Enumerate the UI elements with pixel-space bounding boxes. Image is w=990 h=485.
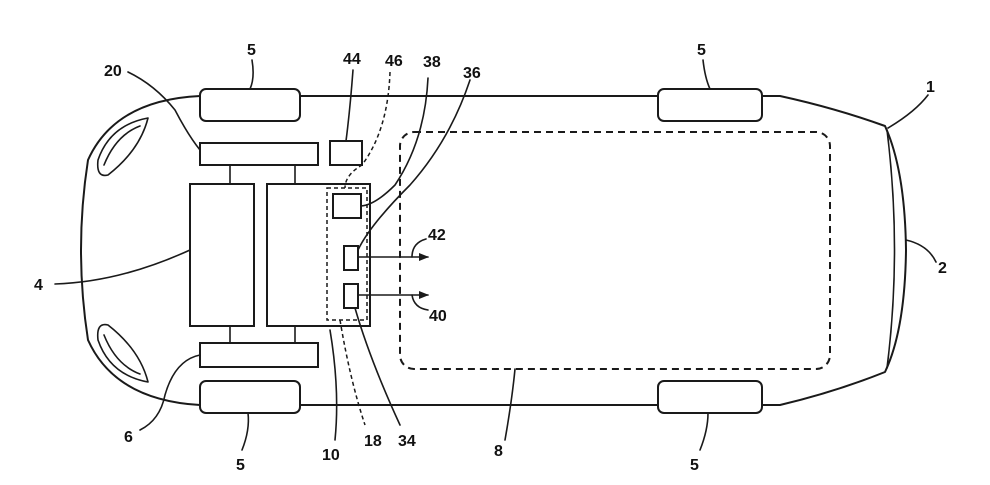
leader-42	[412, 239, 426, 257]
leader-44	[346, 70, 353, 141]
label-42: 42	[428, 227, 446, 244]
cabin-region	[400, 132, 830, 369]
label-34: 34	[398, 433, 416, 450]
label-5-front-right: 5	[697, 42, 706, 59]
label-36: 36	[463, 65, 481, 82]
leader-5-fl	[250, 60, 253, 89]
label-5-front-left: 5	[247, 42, 256, 59]
leader-1	[888, 95, 928, 128]
headlight-lower-inner	[104, 335, 140, 374]
axle-lower-6	[200, 343, 318, 367]
leader-20	[128, 72, 200, 150]
label-5-rear-left: 5	[236, 457, 245, 474]
component-34	[344, 284, 358, 308]
front-end-curve	[887, 130, 895, 368]
leader-10	[330, 330, 337, 440]
axle-upper-20	[200, 143, 318, 165]
label-46: 46	[385, 53, 403, 70]
label-1: 1	[926, 79, 935, 96]
label-8: 8	[494, 443, 503, 460]
headlight-upper-inner	[104, 126, 140, 165]
leader-40	[412, 295, 428, 310]
label-5-rear-right: 5	[690, 457, 699, 474]
label-6: 6	[124, 429, 133, 446]
leader-6	[140, 355, 200, 430]
leader-38	[361, 78, 428, 206]
leader-5-rr	[700, 413, 708, 450]
wheel-rear-left	[200, 381, 300, 413]
leader-4	[55, 250, 190, 284]
wheel-rear-right	[658, 381, 762, 413]
label-4: 4	[34, 277, 43, 294]
component-36	[344, 246, 358, 270]
label-40: 40	[429, 308, 447, 325]
label-18: 18	[364, 433, 382, 450]
leader-18	[340, 320, 365, 425]
leader-5-fr	[703, 60, 710, 89]
label-20: 20	[104, 63, 122, 80]
sensor-44	[330, 141, 362, 165]
wheel-front-right	[658, 89, 762, 121]
label-44: 44	[343, 51, 361, 68]
label-38: 38	[423, 54, 441, 71]
wheel-front-left	[200, 89, 300, 121]
label-10: 10	[322, 447, 340, 464]
label-2: 2	[938, 260, 947, 277]
leader-2	[906, 240, 936, 262]
component-38	[333, 194, 361, 218]
engine-block-4	[190, 184, 254, 326]
leader-36	[358, 80, 470, 250]
leader-5-rl	[242, 413, 248, 450]
